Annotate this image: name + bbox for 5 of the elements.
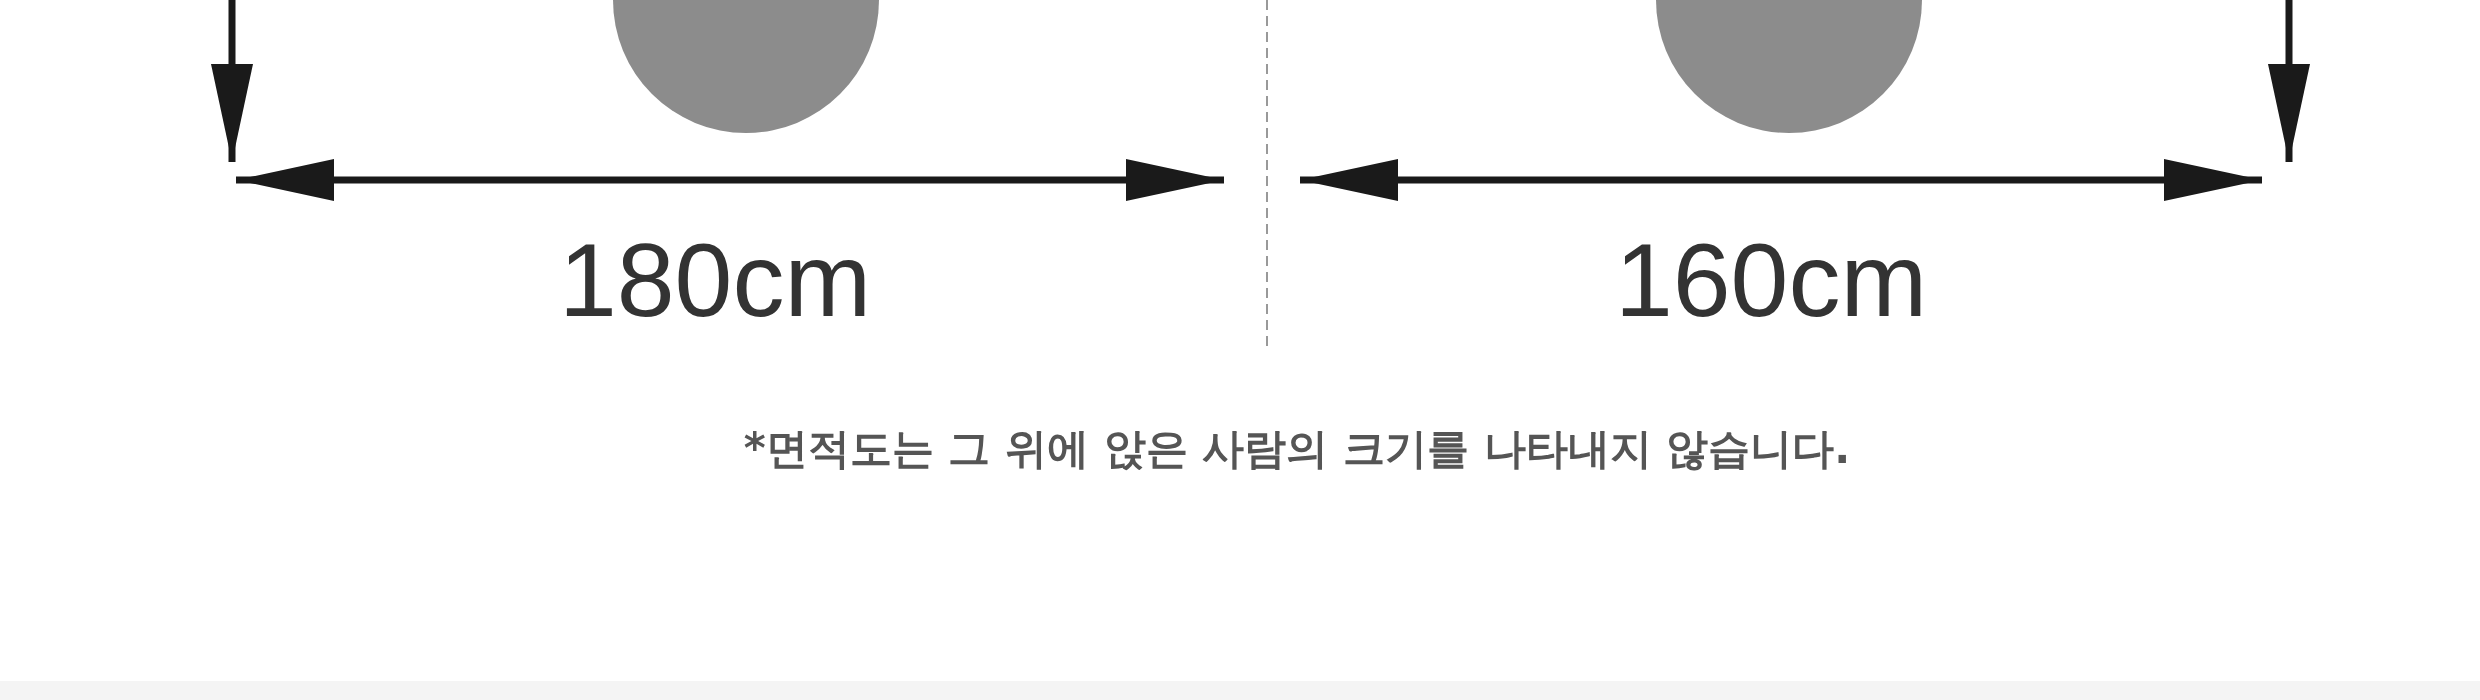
footnote: *면적도는 그 위에 앉은 사람의 크기를 나타내지 않습니다.	[743, 424, 1851, 475]
dimension-label: 180cm	[558, 228, 872, 332]
round-marker	[613, 0, 879, 133]
dimension-label: 160cm	[1614, 228, 1928, 332]
round-marker	[1656, 0, 1922, 133]
